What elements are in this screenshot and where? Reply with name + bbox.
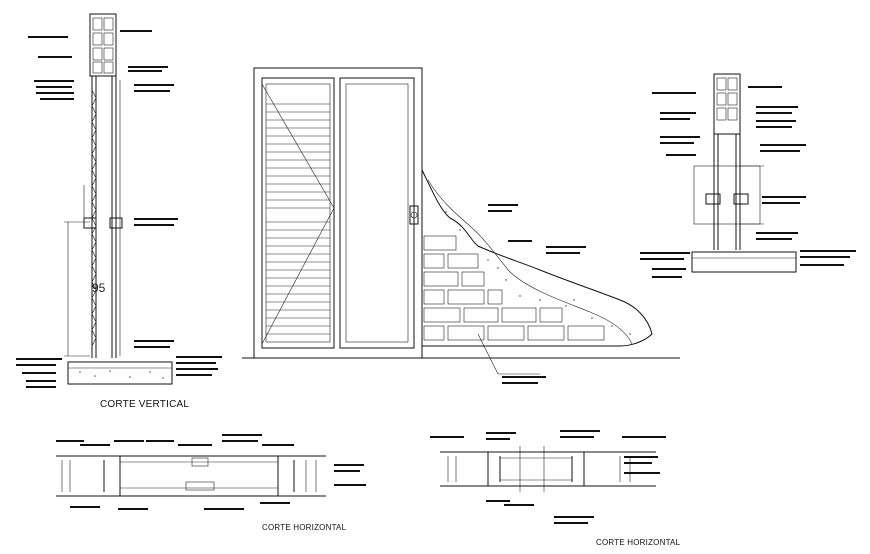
vertical-section-right (640, 73, 856, 278)
door-elevation (242, 67, 680, 384)
caption-corte-horizontal-right: CORTE HORIZONTAL (596, 538, 681, 547)
vertical-section-left (16, 13, 222, 388)
horizontal-section-left (56, 434, 366, 510)
horizontal-section-right (430, 430, 666, 524)
height-dimension: 95 (92, 281, 106, 295)
caption-corte-vertical: CORTE VERTICAL (100, 399, 190, 410)
caption-corte-horizontal-left: CORTE HORIZONTAL (262, 523, 347, 532)
